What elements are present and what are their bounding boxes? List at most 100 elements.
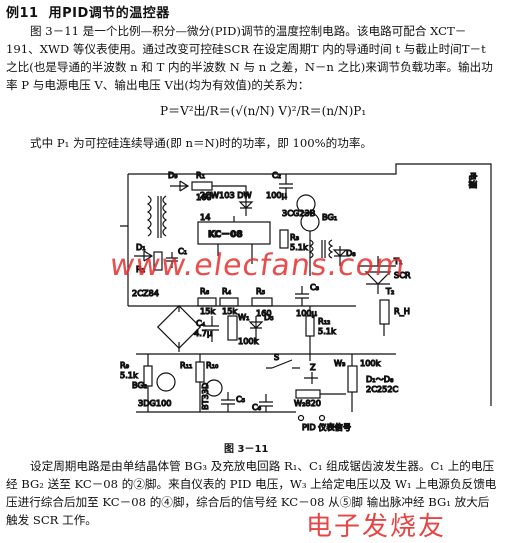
label-r5-value: 160 xyxy=(256,308,272,318)
label-c6: C₆ xyxy=(252,402,262,412)
intro-paragraph: 图 3－11 是一个比例—积分—微分(PID)调节的温度控制电路。该电路可配合 … xyxy=(6,24,493,92)
diode-d8 xyxy=(332,246,348,266)
label-r5: R₅ xyxy=(256,286,265,296)
label-d1-d8: D₁～D₈ xyxy=(366,374,393,384)
label-bg1: BG₁ xyxy=(322,212,337,222)
capacitor-c4 xyxy=(205,316,219,342)
label-r1: R₁ xyxy=(196,170,205,180)
label-r3-value: 5.1k xyxy=(290,242,308,252)
figure-caption: 图 3－11 xyxy=(224,444,269,455)
label-c5: C₅ xyxy=(236,394,245,404)
label-c2-value: 100μ xyxy=(266,190,288,200)
capacitor-c1 xyxy=(166,252,178,268)
label-r12-value: 5.1k xyxy=(318,326,336,336)
bridge-rectifier xyxy=(156,304,202,352)
label-d1: D₁ xyxy=(136,242,146,252)
diode-d9 xyxy=(170,180,190,192)
zener-d5 xyxy=(248,316,264,340)
label-r11: R₁₁ xyxy=(180,360,192,370)
transistor-bg2 xyxy=(156,372,176,392)
label-c2: C₂ xyxy=(272,170,281,180)
circuit-diagram: D₉ R₁ 160 2CW103 DW C₂ 100μ 3CG23B 14 KC… xyxy=(96,156,500,438)
label-w1-value: 100k xyxy=(238,336,259,346)
switch-s xyxy=(266,359,300,369)
zener-dw xyxy=(238,196,254,216)
transistor-bg4 xyxy=(205,379,223,397)
watermark-logo-text: 电子发烧友 xyxy=(306,512,447,542)
label-r9-value: 5.1k xyxy=(120,370,138,380)
example-heading: 例11 用PID调节的温控器 xyxy=(6,2,170,21)
capacitor-c5 xyxy=(221,392,235,412)
transistor-bg3 xyxy=(296,194,316,214)
resistor-r5 xyxy=(251,297,273,307)
scr-thyristor xyxy=(358,256,396,294)
resistor-r4 xyxy=(219,297,239,307)
left-rail xyxy=(120,174,129,306)
capacitor-c2 xyxy=(279,174,293,200)
input-transformer xyxy=(146,195,168,238)
label-d9: D₉ xyxy=(168,170,178,180)
label-w3: W₃ xyxy=(334,358,345,368)
label-pid-signal: PID 仪表信号 xyxy=(302,422,351,432)
label-w3-value: 100k xyxy=(360,358,381,368)
capacitor-c3 xyxy=(295,286,309,306)
resistor-r1 xyxy=(191,181,213,191)
label-r1-value: 160 xyxy=(196,192,212,202)
label-d5: D₅ xyxy=(264,312,274,322)
label-bg3: 3CG23B xyxy=(282,208,316,218)
closing-paragraph: 设定周期电路是由单结晶体管 BG₃ 及充放电回路 R₁、C₁ 组成锯齿波发生器。… xyxy=(6,459,497,527)
label-2cz84: 2CZ84 xyxy=(132,288,159,298)
pid-terminal-plus xyxy=(297,414,305,422)
label-c3-value: 100μ xyxy=(296,308,318,318)
label-t2: T₂ xyxy=(385,286,394,296)
pid-terminal-minus xyxy=(318,414,326,422)
resistor-r3 xyxy=(279,229,289,249)
label-z: Z xyxy=(310,362,316,372)
label-c3: C₃ xyxy=(310,282,319,292)
resistor-r2 xyxy=(153,251,163,271)
label-s: S xyxy=(274,352,279,362)
label-r3: R₃ xyxy=(290,232,299,242)
potentiometer-w1 xyxy=(227,315,238,341)
label-w1: W₁ xyxy=(238,312,249,322)
resistor-r6 xyxy=(197,297,217,307)
example-number: 例11 xyxy=(6,6,39,21)
label-r10: R₁₀ xyxy=(206,360,218,370)
label-bg2: BG₂ xyxy=(132,380,147,390)
label-dw: 2CW103 DW xyxy=(200,190,252,200)
label-w2: W₂820 xyxy=(294,398,321,408)
power-formula: P＝V²出/R＝(√(n/N) V)²/R＝(n/N)P₁ xyxy=(160,104,367,118)
diode-d1 xyxy=(134,250,154,262)
label-t1: T₁ xyxy=(393,256,402,266)
label-r4-value: 15k xyxy=(222,306,237,316)
label-power-source: 电源 xyxy=(468,172,478,188)
potentiometer-w3 xyxy=(347,365,358,393)
zener-z xyxy=(304,372,318,384)
label-d8: D₈ xyxy=(346,248,356,258)
label-bt33d: BT33D xyxy=(200,383,210,410)
capacitor-c6 xyxy=(259,394,273,412)
resistor-r12 xyxy=(305,315,315,337)
supply-rail xyxy=(128,163,492,406)
label-scr: SCR xyxy=(394,270,411,280)
example-title: 用PID调节的温控器 xyxy=(48,6,170,21)
label-rh: R_H xyxy=(394,306,410,316)
label-c4-value: 4.7μ xyxy=(194,328,213,338)
label-r4: R₄ xyxy=(222,286,232,296)
label-kc08: KC－08 xyxy=(208,230,243,240)
label-c1: C₁ xyxy=(178,246,187,256)
potentiometer-w2 xyxy=(295,389,321,399)
label-r9: R₉ xyxy=(120,360,129,370)
resistor-r10 xyxy=(195,361,205,383)
label-bg2-type: 3DG100 xyxy=(138,398,172,408)
formula-note: 式中 P₁ 为可控硅连续导通(即 n＝N)时的功率，即 100%的功率。 xyxy=(30,136,373,150)
label-2c252c: 2C252C xyxy=(366,384,399,394)
label-r6: R₆ xyxy=(200,286,210,296)
label-c4: C₄ xyxy=(196,318,206,328)
label-pin14: 14 xyxy=(200,212,210,222)
watermark-url: www.elecfans.com xyxy=(107,248,408,283)
label-r2: R₂ xyxy=(136,264,145,274)
pulse-transformer xyxy=(308,239,334,259)
label-r12: R₁₂ xyxy=(318,316,330,326)
